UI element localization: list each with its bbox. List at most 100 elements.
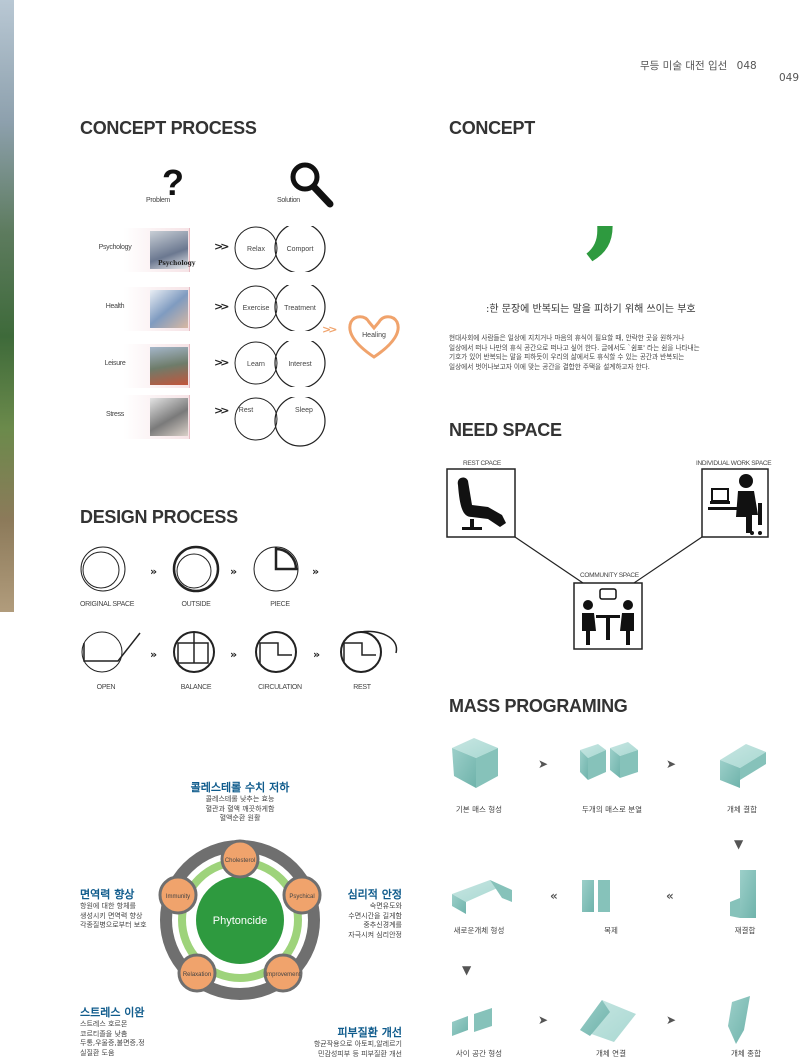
double-arrow-icon: » xyxy=(150,565,157,578)
double-arrow-icon: » xyxy=(313,648,320,661)
comma-symbol: , xyxy=(585,140,624,269)
circulation-shape xyxy=(255,631,297,673)
open-shape xyxy=(81,631,141,673)
row-label: Stress xyxy=(105,411,125,418)
step-label: OUTSIDE xyxy=(181,601,211,608)
mass-new xyxy=(452,880,512,914)
node-immunity: Immunity xyxy=(158,875,198,915)
mass-combine xyxy=(720,744,766,788)
need-space-heading: NEED SPACE xyxy=(449,420,562,440)
healing-label: Healing xyxy=(362,332,386,339)
arrow-left-icon: « xyxy=(666,889,674,903)
venn-rest-sleep: Rest Sleep xyxy=(234,397,326,447)
rest-space-label: REST CPACE xyxy=(463,460,501,467)
double-arrow-icon: >> xyxy=(214,356,230,369)
venn-right-text: Comport xyxy=(287,246,314,253)
work-space-label: INDIVIDUAL WORK SPACE xyxy=(696,460,772,467)
mass-between xyxy=(452,1008,492,1036)
venn-exercise-treatment: Exercise Treatment xyxy=(234,285,326,331)
step-label: BALANCE xyxy=(180,684,212,691)
page-number-right: 049 xyxy=(779,72,800,84)
step-label: PIECE xyxy=(270,601,290,608)
question-mark-icon: ? xyxy=(162,162,184,203)
rest-space-box xyxy=(446,468,516,538)
benefit-title-right: 심리적 안정 xyxy=(347,888,402,901)
mass-step-label: 새로운개체 형성 xyxy=(453,926,505,935)
venn-left-text: Learn xyxy=(247,361,265,368)
arrow-down-icon: ▼ xyxy=(462,963,472,977)
row-label: Health xyxy=(105,303,125,310)
concept-heading: CONCEPT xyxy=(449,118,535,138)
healing-heart-icon: Healing xyxy=(348,315,400,359)
orange-double-arrow-icon: >> xyxy=(322,323,338,336)
concept-process-heading: CONCEPT PROCESS xyxy=(80,118,257,138)
process-row-leisure: Leisure xyxy=(80,344,190,388)
svg-text:Cholesterol: Cholesterol xyxy=(225,858,255,864)
double-arrow-icon: » xyxy=(150,648,157,661)
header-title: 무등 미술 대전 입선 xyxy=(640,60,728,72)
design-process-heading: DESIGN PROCESS xyxy=(80,507,238,527)
mass-step-label: 기본 매스 형성 xyxy=(455,805,503,814)
mass-step-label: 두개의 매스로 분열 xyxy=(582,805,642,814)
venn-left-text: Exercise xyxy=(243,305,270,312)
double-arrow-icon: » xyxy=(230,648,237,661)
phytoncide-diagram: Phytoncide Cholesterol Psychical Improve… xyxy=(158,839,322,1000)
step-label: ORIGINAL SPACE xyxy=(80,601,135,608)
arrow-left-icon: « xyxy=(550,889,558,903)
node-improvement: Improvement xyxy=(263,953,303,993)
node-relaxation: Relaxation xyxy=(177,953,217,993)
mass-duplicate xyxy=(582,880,610,912)
benefit-title-bottom-left: 스트레스 이완 xyxy=(80,1006,145,1019)
page-number-left: 048 xyxy=(736,60,757,72)
magnifier-icon xyxy=(290,162,334,208)
mass-split xyxy=(580,742,638,780)
arrow-right-icon: ➤ xyxy=(538,757,548,771)
process-row-psychology: Psychology Psychology xyxy=(80,228,195,272)
balance-shape xyxy=(173,631,215,673)
arrow-right-icon: ➤ xyxy=(666,1013,676,1027)
design-process-diagram: » » » » » » xyxy=(80,545,398,673)
concept-subtitle: :한 문장에 반복되는 말을 피하기 위해 쓰이는 부호 xyxy=(486,304,696,315)
node-psychical: Psychical xyxy=(282,875,322,915)
health-photo xyxy=(150,290,188,328)
mass-step-label: 개체 연결 xyxy=(596,1049,626,1058)
double-arrow-icon: >> xyxy=(214,300,230,313)
problem-label: Problem xyxy=(146,197,170,204)
venn-right-text: Interest xyxy=(288,361,311,368)
mass-synthesis xyxy=(728,996,750,1044)
mass-step-label: 개체 결합 xyxy=(727,805,757,814)
photo-caption: Psychology xyxy=(158,260,196,267)
concept-body: 현대사회에 사람들은 일상에 지치거나 마음의 휴식이 필요할 때, 안락한 곳… xyxy=(449,334,700,371)
page-header: 무등 미술 대전 입선 048 xyxy=(640,58,800,73)
arrow-right-icon: ➤ xyxy=(538,1013,548,1027)
desk-worker-icon xyxy=(708,474,762,535)
leisure-photo xyxy=(150,347,188,385)
benefit-title-left: 면역력 향상 xyxy=(80,888,135,901)
outside-shape xyxy=(172,545,220,593)
arrow-down-icon: ▼ xyxy=(734,837,744,851)
node-cholesterol: Cholesterol xyxy=(220,839,260,879)
benefit-title-bottom-right: 피부질환 개선 xyxy=(337,1026,402,1039)
original-space-shape xyxy=(80,546,126,592)
community-space-label: COMMUNITY SPACE xyxy=(580,572,639,579)
mass-step-label: 개체 종합 xyxy=(731,1049,761,1058)
svg-text:Immunity: Immunity xyxy=(166,894,190,900)
step-label: CIRCULATION xyxy=(258,684,302,691)
arrow-right-icon: ➤ xyxy=(666,757,676,771)
row-label: Psychology xyxy=(98,244,132,251)
rest-shape xyxy=(340,630,398,673)
double-arrow-icon: >> xyxy=(214,240,230,253)
svg-text:Improvement: Improvement xyxy=(265,972,300,978)
psychology-photo xyxy=(150,231,188,269)
venn-left-text: Rest xyxy=(239,407,253,414)
phytoncide-center-text: Phytoncide xyxy=(213,915,267,927)
piece-shape xyxy=(253,546,299,592)
double-arrow-icon: >> xyxy=(214,404,230,417)
mass-step-label: 사이 공간 형성 xyxy=(455,1049,503,1058)
double-arrow-icon: » xyxy=(312,565,319,578)
mass-basic xyxy=(452,738,498,788)
venn-learn-interest: Learn Interest xyxy=(234,341,326,387)
adjacent-page-photo xyxy=(0,0,14,612)
